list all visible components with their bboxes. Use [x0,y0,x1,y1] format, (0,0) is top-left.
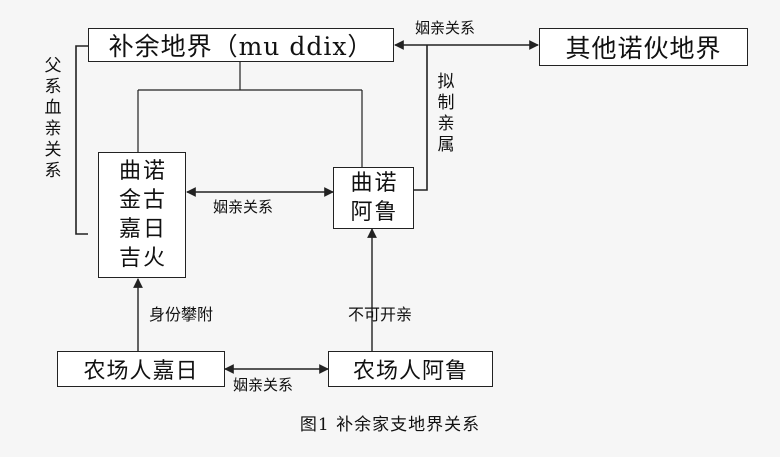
node-nongchang-jiari: 农场人嘉日 [57,351,225,387]
node-other-label: 其他诺伙地界 [565,34,722,63]
char: 诺 [374,171,397,196]
node-nongchang-alu-label: 农场人阿鲁 [352,359,468,384]
char: 金 [118,188,141,213]
node-nongchang-jiari-label: 农场人嘉日 [83,359,199,384]
char: 曲 [118,159,141,184]
node-qunuo-jingu-label: 曲 诺 金 古 嘉 日 吉 火 [119,157,165,273]
char: 日 [143,217,166,242]
node-qunuo-alu: 曲 诺 阿 鲁 [333,167,414,229]
char: 阿 [350,200,373,225]
node-other: 其他诺伙地界 [539,28,748,66]
fictive-kin-label: 拟制亲属 [437,72,455,155]
char: 古 [143,188,166,213]
char: 曲 [350,171,373,196]
no-intermarriage-label: 不可开亲 [348,305,413,324]
node-qunuo-jingu: 曲 诺 金 古 嘉 日 吉 火 [98,152,186,278]
char: 嘉 [118,217,141,242]
node-buyu: 补余地界（mu ddix） [88,28,394,62]
node-nongchang-alu: 农场人阿鲁 [328,351,493,387]
status-attach-label: 身份攀附 [149,305,214,324]
node-qunuo-alu-label: 曲 诺 阿 鲁 [350,169,396,227]
marriage-mid-label: 姻亲关系 [213,198,274,216]
paternal-bracket [75,45,88,235]
char: 火 [143,246,166,271]
marriage-top-label: 姻亲关系 [415,19,476,37]
char: 诺 [143,159,166,184]
paternal-label: 父系血亲关系 [44,56,62,181]
marriage-bottom-label: 姻亲关系 [233,376,294,394]
figure-caption: 图1 补余家支地界关系 [299,415,481,435]
node-buyu-label: 补余地界（mu ddix） [108,32,374,61]
char: 鲁 [374,200,397,225]
char: 吉 [118,246,141,271]
